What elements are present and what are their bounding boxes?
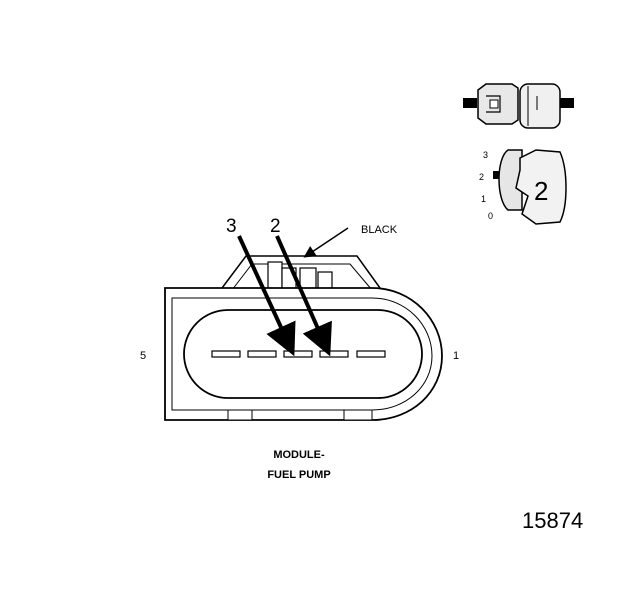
figure-number: 15874: [522, 508, 583, 533]
caption-line-1: MODULE-: [273, 449, 325, 461]
wire-color-label: BLACK: [361, 224, 398, 236]
scale-tick-1: 1: [481, 194, 486, 204]
position-marker: [493, 171, 501, 179]
scale-tick-0: 0: [488, 211, 493, 221]
position-value: 2: [534, 176, 548, 206]
terminal-slot-5: [211, 350, 241, 358]
pin-label-1: 1: [453, 350, 459, 362]
terminal-slot-1: [356, 350, 386, 358]
connector-half-right: [519, 83, 561, 129]
lock-body-back: [498, 149, 523, 211]
terminal-slot-4: [247, 350, 277, 358]
main-connector: [164, 255, 443, 421]
inset-connector-side-view: [463, 83, 574, 129]
pin-label-5: 5: [140, 350, 146, 362]
arrow-label-2: 2: [270, 216, 281, 237]
arrow-pin-3: [237, 235, 296, 357]
scale-tick-2: 2: [479, 172, 484, 182]
lock-body-front: [515, 149, 567, 225]
arrow-label-3: 3: [226, 216, 237, 237]
connector-latch: [221, 255, 381, 289]
terminal-slot-2: [319, 350, 349, 358]
connector-housing-inner: [171, 297, 433, 411]
arrow-pin-2: [275, 235, 332, 357]
arrow-wire-black: [303, 227, 349, 258]
wire-stub-right: [560, 98, 574, 108]
inset-position-lock-view: 3 2 1 0 2: [479, 149, 567, 225]
caption-line-2: FUEL PUMP: [267, 469, 330, 481]
wire-stub-left: [463, 98, 477, 108]
terminal-slot-3: [283, 350, 313, 358]
scale-tick-3: 3: [483, 150, 488, 160]
